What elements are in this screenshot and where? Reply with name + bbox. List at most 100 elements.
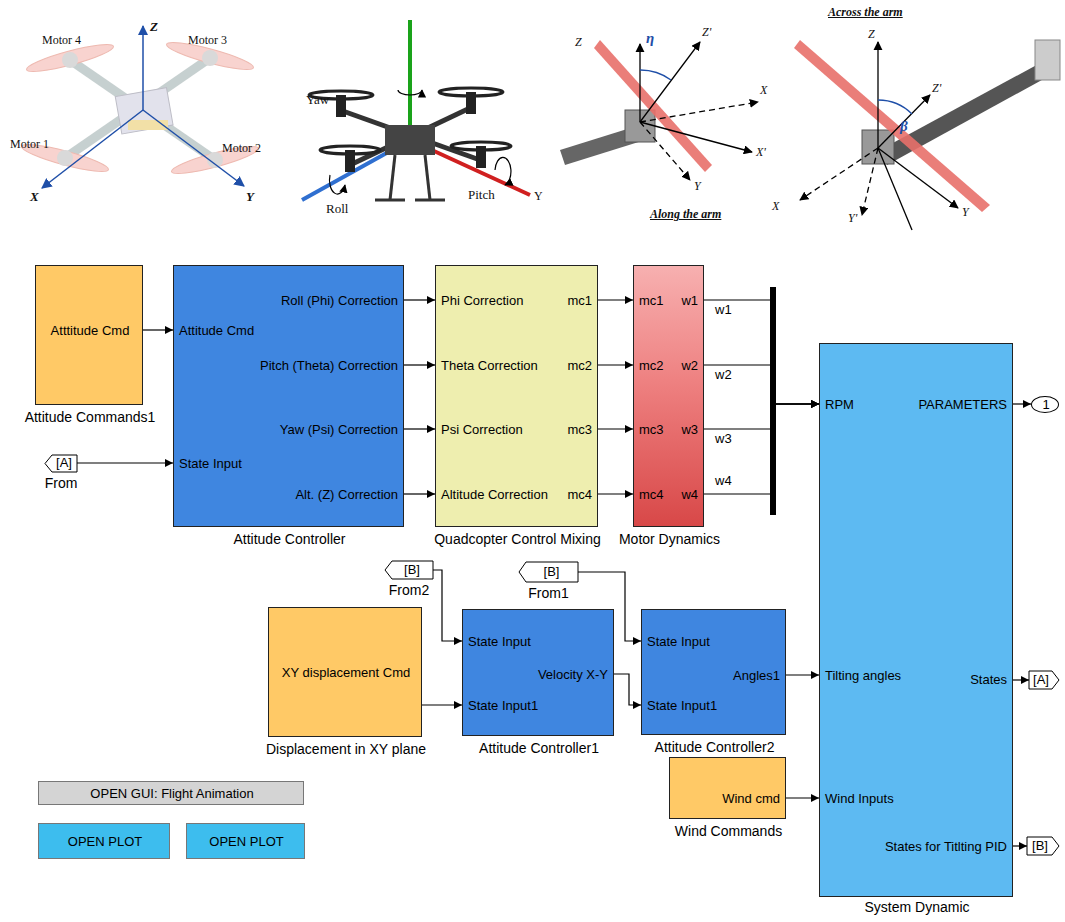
- source-block: Atttitude CmdAttitude Commands1: [35, 265, 143, 405]
- axis-label: Z: [575, 36, 582, 49]
- port-label: RPM: [825, 398, 854, 413]
- drawing-stroke: [375, 199, 405, 202]
- port-label: w2: [681, 359, 698, 374]
- block-name: Attitude Commands1: [25, 409, 156, 425]
- axis-label: β: [900, 118, 908, 135]
- axis-label: Z: [150, 20, 158, 34]
- drawing-stroke: [65, 58, 210, 158]
- drawing-stroke: [640, 42, 758, 180]
- drone-photo: [302, 20, 530, 200]
- axis-label: Yaw: [306, 93, 329, 107]
- drawing-stroke: [142, 26, 144, 110]
- block-label: Atttitude Cmd: [51, 324, 130, 339]
- drawing-stroke: [385, 125, 435, 155]
- signal-line: [1013, 845, 1027, 846]
- view-caption: Across the arm: [828, 6, 903, 19]
- block-label: OPEN PLOT: [68, 835, 142, 850]
- port-label: PARAMETERS: [918, 398, 1007, 413]
- axis-label: X: [772, 200, 779, 213]
- drawing-stroke: [877, 42, 878, 148]
- signal-line: [77, 462, 173, 463]
- port-label: w3: [681, 423, 698, 438]
- drawing-stroke: [1035, 40, 1060, 80]
- signal-line: [404, 299, 435, 300]
- block-label: OPEN PLOT: [209, 835, 283, 850]
- drawing-stroke: [594, 40, 712, 172]
- drawing-stroke: [878, 95, 930, 148]
- port-label: w4: [681, 488, 698, 503]
- subsystem-block: State InputState Input1Angles1Attitude C…: [641, 609, 786, 735]
- signal-line: [598, 299, 633, 300]
- part-name: Motor 2: [222, 142, 261, 155]
- axis-label: Z': [932, 82, 941, 95]
- part-name: Motor 4: [42, 34, 81, 47]
- drawing-stroke: [329, 175, 345, 194]
- part-name: Motor 3: [188, 34, 227, 47]
- block-label: [B]: [404, 563, 420, 578]
- block-label: [A]: [56, 456, 72, 471]
- axis-label: Y: [962, 206, 969, 219]
- signal-line: [433, 570, 462, 641]
- subsystem-block: State InputState Input1Velocity X-YAttit…: [462, 609, 614, 736]
- drawing-stroke: [309, 88, 511, 154]
- tilt-along-arm: [560, 40, 758, 180]
- plot-button: OPEN PLOT: [186, 823, 305, 859]
- from-tag: [A]From: [45, 455, 77, 472]
- signal-name: w1: [714, 303, 733, 317]
- signal-line: [1013, 679, 1029, 680]
- drawing-stroke: [640, 102, 758, 122]
- port-label: mc3: [639, 423, 664, 438]
- drawing-stroke: [62, 52, 78, 68]
- port-label: Psi Correction: [441, 423, 523, 438]
- tag-outline: [1027, 837, 1059, 855]
- port-label: Pitch (Theta) Correction: [260, 359, 398, 374]
- port-label: State Input: [647, 635, 710, 650]
- drawing-stroke: [878, 100, 912, 114]
- source-block: Wind cmdWind Commands: [669, 757, 786, 819]
- signal-line: [704, 300, 819, 404]
- drawing-stroke: [439, 88, 503, 96]
- port-label: mc4: [567, 488, 592, 503]
- subsystem-block: Attitude CmdState InputRoll (Phi) Correc…: [173, 265, 404, 527]
- block-name: From1: [528, 585, 568, 601]
- tilt-across-arm: [794, 40, 1060, 230]
- port-label: Tilting angles: [825, 669, 901, 684]
- drawing-stroke: [800, 148, 878, 200]
- signal-line: [1013, 403, 1031, 404]
- block-name: From2: [389, 582, 429, 598]
- axis-label: Y: [534, 190, 543, 203]
- block-label: XY displacement Cmd: [282, 666, 410, 681]
- signal-name: w2: [714, 368, 733, 382]
- signal-line: [598, 493, 633, 494]
- axis-label: Y: [246, 190, 254, 204]
- drawing-stroke: [451, 142, 511, 150]
- view-caption: Along the arm: [650, 208, 721, 221]
- drawing-stroke: [350, 108, 470, 165]
- drawing-stroke: [329, 90, 510, 194]
- port-label: State Input1: [468, 699, 538, 714]
- motor-block: mc1mc2mc3mc4w1w2w3w4Motor Dynamics: [633, 265, 704, 527]
- drawing-stroke: [375, 155, 445, 200]
- drawing-stroke: [57, 150, 73, 166]
- port-label: Phi Correction: [441, 294, 523, 309]
- axis-label: Z: [868, 28, 875, 41]
- drawing-stroke: [794, 40, 990, 212]
- axis-label: X': [756, 146, 766, 159]
- drawing-stroke: [398, 90, 422, 95]
- axis-label: η: [646, 30, 654, 47]
- signal-line: [704, 404, 819, 429]
- block-name: Attitude Controller: [233, 531, 345, 547]
- port-label: Alt. (Z) Correction: [295, 488, 398, 503]
- block-name: From: [45, 475, 78, 491]
- signal-name: w4: [714, 474, 733, 488]
- drawing-stroke: [640, 42, 700, 122]
- axis-label: Y': [848, 212, 857, 225]
- port-label: State Input1: [647, 699, 717, 714]
- signal-line: [786, 797, 819, 798]
- port-label: Velocity X-Y: [538, 668, 608, 683]
- mixer-block: Phi CorrectionTheta CorrectionPsi Correc…: [435, 265, 598, 527]
- port-label: States: [970, 673, 1007, 688]
- axis-label: Y: [694, 180, 701, 193]
- port-label: Yaw (Psi) Correction: [280, 423, 398, 438]
